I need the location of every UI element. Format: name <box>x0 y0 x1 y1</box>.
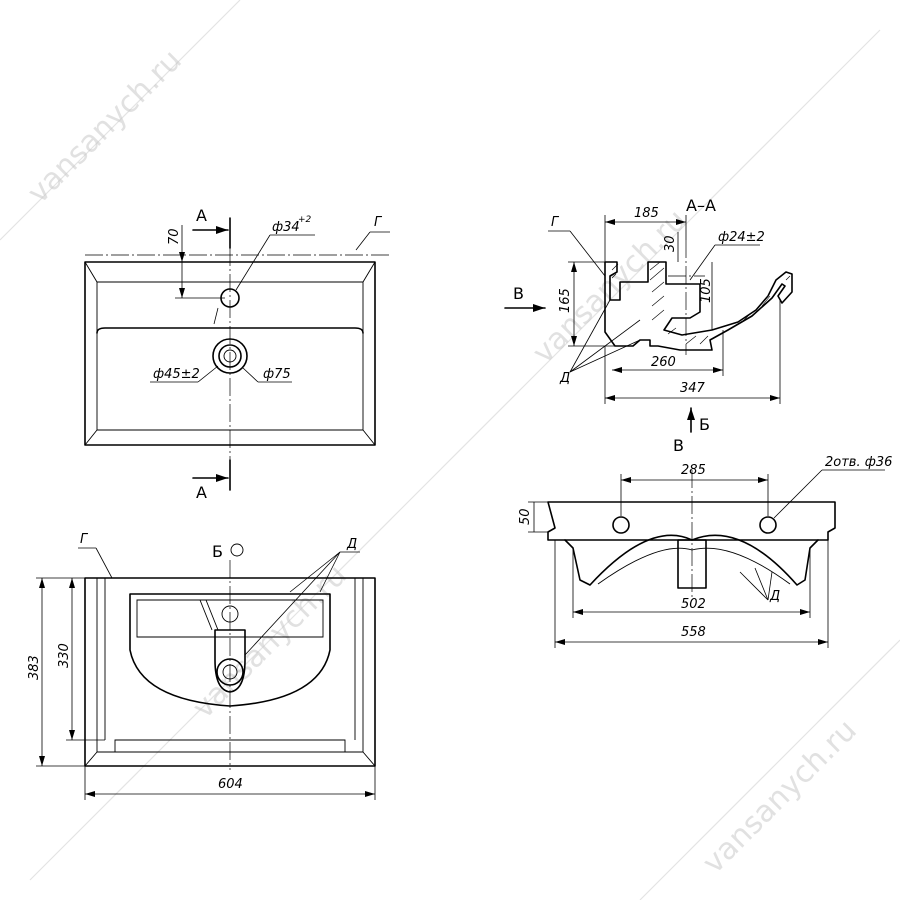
front-rim <box>547 501 836 541</box>
label-d-bottom: Д <box>346 537 357 552</box>
dim-604: 604 <box>218 777 243 792</box>
watermark-text: vansanych.ru <box>21 43 189 211</box>
section-mark-a-top: А <box>196 206 207 225</box>
bottom-drain-inner <box>222 664 238 680</box>
section-aa-title: А–А <box>686 196 716 215</box>
label-d-front: Д <box>769 589 780 604</box>
dim-285: 285 <box>681 463 706 478</box>
dim-558: 558 <box>681 625 706 640</box>
view-b-bottom: Б Г Д 383 330 <box>27 532 376 800</box>
dim-502: 502 <box>681 597 706 612</box>
dim-165: 165 <box>558 288 573 313</box>
bottom-drain-outer <box>216 658 244 686</box>
dim-347: 347 <box>680 381 706 396</box>
front-hole-right <box>759 516 777 534</box>
view-b-arrow-label: Б <box>699 415 710 434</box>
dia-34-tolerance: +2 <box>298 215 312 225</box>
label-g-section: Г <box>551 215 560 230</box>
section-aa-view: А–А 185 30 <box>504 196 793 434</box>
front-bowl <box>564 534 819 586</box>
top-view: А А 70 ф34 +2 ф45±2 ф75 Г <box>84 206 390 502</box>
watermark-text: vansanych.ru <box>696 713 864 881</box>
dia-75: ф75 <box>263 367 291 382</box>
dim-70: 70 <box>167 228 182 245</box>
dim-185: 185 <box>634 206 659 221</box>
holes-note: 2отв. ф36 <box>825 455 892 470</box>
dia-45: ф45±2 <box>153 367 200 382</box>
bottom-tap-hole <box>221 605 239 623</box>
dim-330: 330 <box>57 643 72 668</box>
view-v-front: В 285 2отв. ф36 50 Д 502 <box>518 436 892 648</box>
view-b-label: В <box>513 284 524 303</box>
dim-383: 383 <box>27 655 42 680</box>
section-hatching <box>611 261 791 345</box>
dim-105: 105 <box>699 278 714 303</box>
view-b-rotation-icon <box>230 543 244 557</box>
dia-24: ф24±2 <box>718 230 765 245</box>
dia-34: ф34 <box>272 220 300 235</box>
label-g-top: Г <box>374 215 383 230</box>
watermark-texts: vansanych.ru vansanych.ru vansanych.ru v… <box>21 43 864 881</box>
view-v-title: В <box>673 436 684 455</box>
drain-inner <box>218 344 242 368</box>
drain-outer <box>212 338 248 374</box>
dim-30: 30 <box>663 235 678 252</box>
overflow-channel <box>214 629 246 693</box>
label-g-bottom: Г <box>80 532 89 547</box>
section-mark-a-bottom: А <box>196 483 207 502</box>
view-b-title: Б <box>212 542 223 561</box>
front-hole-left <box>612 516 630 534</box>
drain-center <box>223 349 237 363</box>
dim-260: 260 <box>651 355 676 370</box>
section-profile <box>604 261 793 351</box>
label-d-section: Д <box>559 371 570 386</box>
dim-50: 50 <box>518 508 533 525</box>
